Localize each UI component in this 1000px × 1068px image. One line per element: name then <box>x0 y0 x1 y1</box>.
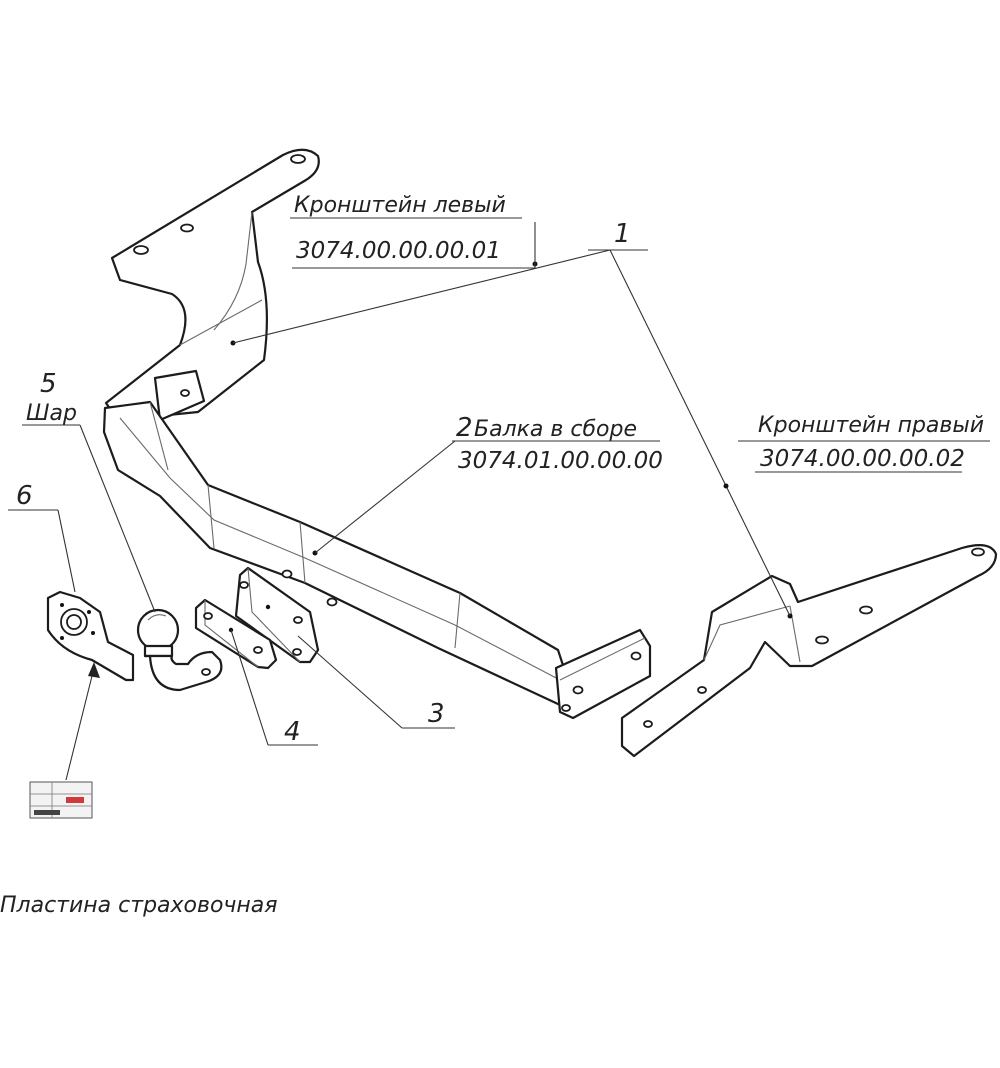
right-bracket-name: Кронштейн правый <box>758 413 984 438</box>
ball-name: Шар <box>26 401 77 426</box>
callout-1-number: 1 <box>614 219 631 249</box>
plate-4 <box>194 598 278 670</box>
title-block-thumbnail <box>29 781 93 819</box>
callout-5-number: 5 <box>40 369 57 399</box>
labels: 1 Кронштейн левый 3074.00.00.00.01 2 Бал… <box>0 193 984 918</box>
beam-assembly-code: 3074.01.00.00.00 <box>458 448 663 474</box>
right-bracket-code: 3074.00.00.00.02 <box>760 446 965 472</box>
callout-6-number: 6 <box>16 481 33 511</box>
callout-3-number: 3 <box>428 699 445 729</box>
beam-assembly <box>102 400 652 720</box>
right-bracket <box>620 543 998 758</box>
callout-2-number: 2 <box>456 413 473 443</box>
callout-4-number: 4 <box>284 717 301 747</box>
plate-3 <box>234 566 320 664</box>
left-bracket-code: 3074.00.00.00.01 <box>296 238 501 264</box>
left-bracket <box>104 148 320 422</box>
safety-plate-name: Пластина страховочная <box>0 893 278 918</box>
leader-lines <box>8 217 990 781</box>
socket-plate-6 <box>46 590 135 682</box>
towball <box>136 608 223 692</box>
beam-assembly-name: Балка в сборе <box>474 417 637 442</box>
left-bracket-name: Кронштейн левый <box>294 193 506 218</box>
